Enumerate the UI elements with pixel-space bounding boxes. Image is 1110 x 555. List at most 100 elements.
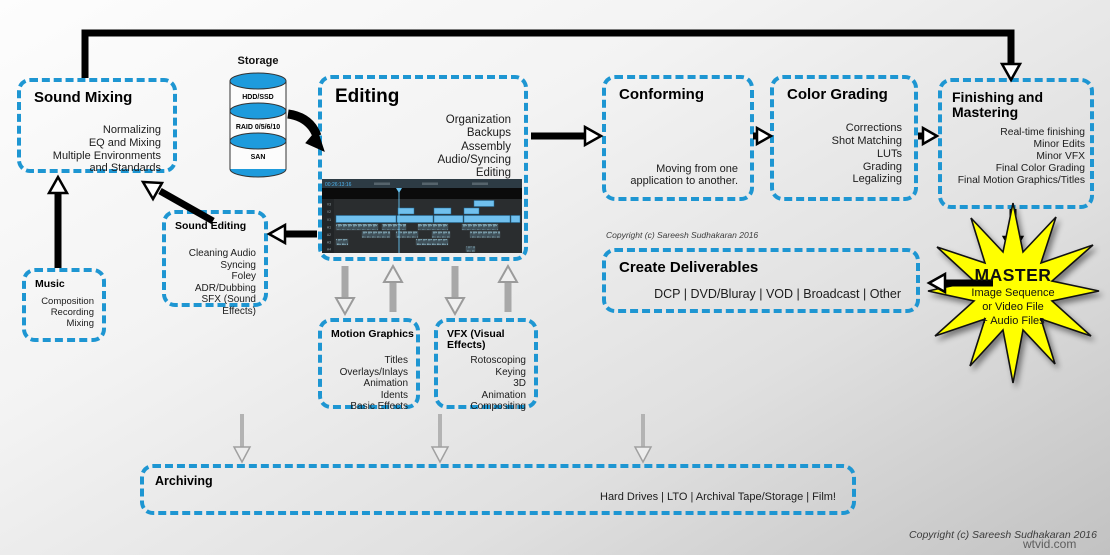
list-line: Idents <box>380 389 408 401</box>
list-line: Organization <box>445 114 511 126</box>
svg-text:A1: A1 <box>327 226 331 230</box>
list-line: Composition <box>41 296 94 307</box>
arrow-conforming-to-color-grading <box>753 125 774 147</box>
list-line: Backups <box>466 127 511 140</box>
editing-timeline-screenshot: 00:26:13:16 V3 V2 V1 A1 A2 A3 A4 <box>322 179 522 253</box>
list-line: Minor Edits <box>1033 138 1086 150</box>
list-line: Overlays/Inlays <box>339 366 408 378</box>
arrow-down-to-archiving-1 <box>232 414 252 464</box>
list-line: LUTs <box>876 147 902 160</box>
create-deliverables-items: DCP | DVD/Bluray | VOD | Broadcast | Oth… <box>654 287 901 302</box>
list-line: Cleaning Audio <box>188 248 256 259</box>
storage-title: Storage <box>237 55 279 67</box>
finishing-mastering-title: Finishing and Mastering <box>952 89 1043 120</box>
arrow-editing-to-sound-editing <box>266 222 317 246</box>
motion-graphics-title: Motion Graphics <box>331 328 414 340</box>
list-line: Normalizing <box>102 124 161 136</box>
list-line: Grading <box>862 160 902 173</box>
svg-text:HDD/SSD: HDD/SSD <box>242 94 274 101</box>
copyright-footer: Copyright (c) Sareesh Sudhakaran 2016 <box>909 529 1097 541</box>
arrow-down-to-archiving-2 <box>430 414 450 464</box>
box-finishing-mastering: Finishing and Mastering Real-time finish… <box>938 78 1094 209</box>
svg-text:RAID 0/5/6/10: RAID 0/5/6/10 <box>236 124 280 131</box>
list-line: Audio/Syncing <box>437 153 511 166</box>
list-line: Multiple Environments <box>52 149 161 162</box>
list-line: Titles <box>384 355 408 366</box>
list-line: Assembly <box>461 140 511 153</box>
list-line: Basic Effects <box>350 401 408 413</box>
list-line: Syncing <box>220 259 256 271</box>
master-star-title: MASTER <box>974 265 1052 285</box>
list-line: Final Motion Graphics/Titles <box>957 174 1085 186</box>
list-line: Minor VFX <box>1036 150 1085 162</box>
list-line: Shot Matching <box>831 135 902 147</box>
copyright-inline: Copyright (c) Sareesh Sudhakaran 2016 <box>606 230 759 240</box>
list-line: SFX (Sound Effects) <box>201 294 256 317</box>
list-line: Keying <box>495 366 526 378</box>
svg-text:SAN: SAN <box>251 154 266 161</box>
list-line: Foley <box>231 271 256 283</box>
list-line: DCP | DVD/Bluray | VOD | Broadcast | Oth… <box>654 286 901 301</box>
arrow-vfx-to-editing <box>497 263 519 312</box>
conforming-title: Conforming <box>619 86 704 103</box>
list-line: ADR/Dubbing <box>194 282 256 294</box>
storage-tier-labels: HDD/SSD RAID 0/5/6/10 SAN <box>236 94 280 161</box>
list-line: Mixing <box>66 318 94 330</box>
storage-cylinder-graphic: HDD/SSD RAID 0/5/6/10 SAN <box>229 72 287 178</box>
svg-text:A2: A2 <box>327 233 331 237</box>
timeline-video-clips <box>335 200 521 223</box>
list-line: Legalizing <box>852 173 902 186</box>
storage-cylinder: Storage HDD/SSD RAID 0/5/6/10 SAN <box>226 55 290 186</box>
timeline-playhead <box>396 188 402 253</box>
music-title: Music <box>35 278 65 290</box>
list-line: 3D <box>513 378 526 390</box>
list-line: + Audio Files <box>981 314 1045 327</box>
svg-text:A4: A4 <box>327 248 331 252</box>
list-line: and Standards <box>89 162 161 175</box>
list-line: Compositing <box>470 401 526 413</box>
box-create-deliverables: Create Deliverables DCP | DVD/Bluray | V… <box>602 248 920 313</box>
arrow-music-to-sound-mixing <box>46 174 70 268</box>
arrow-color-grading-to-finishing <box>918 125 940 147</box>
create-deliverables-title: Create Deliverables <box>619 259 759 276</box>
timeline-timecode: 00:26:13:16 <box>325 182 352 188</box>
sound-editing-title: Sound Editing <box>175 220 247 232</box>
list-line: Final Color Grading <box>995 162 1085 174</box>
svg-text:V1: V1 <box>327 218 331 222</box>
list-line: Moving from one <box>656 162 738 175</box>
list-line: Editing <box>475 167 511 180</box>
watermark: wtvid.com <box>1023 537 1077 551</box>
list-line: Animation <box>363 378 408 390</box>
list-line: Image Sequence <box>971 287 1055 299</box>
svg-text:V2: V2 <box>327 210 331 214</box>
list-line: EQ and Mixing <box>88 136 161 149</box>
list-line: or Video File <box>982 300 1044 313</box>
editing-title: Editing <box>335 86 400 107</box>
list-line: application to another. <box>630 175 738 188</box>
sound-mixing-title: Sound Mixing <box>34 89 133 106</box>
archiving-title: Archiving <box>155 474 213 488</box>
arrow-editing-to-motion-graphics <box>334 266 356 317</box>
list-line: Hard Drives | LTO | Archival Tape/Storag… <box>600 491 836 504</box>
svg-text:A3: A3 <box>327 241 331 245</box>
timeline-audio-clips <box>335 223 501 252</box>
list-line: Corrections <box>845 122 902 135</box>
arrow-editing-to-vfx <box>444 266 466 317</box>
arrow-finishing-to-master <box>1001 209 1025 256</box>
box-archiving: Archiving Hard Drives | LTO | Archival T… <box>140 464 856 515</box>
